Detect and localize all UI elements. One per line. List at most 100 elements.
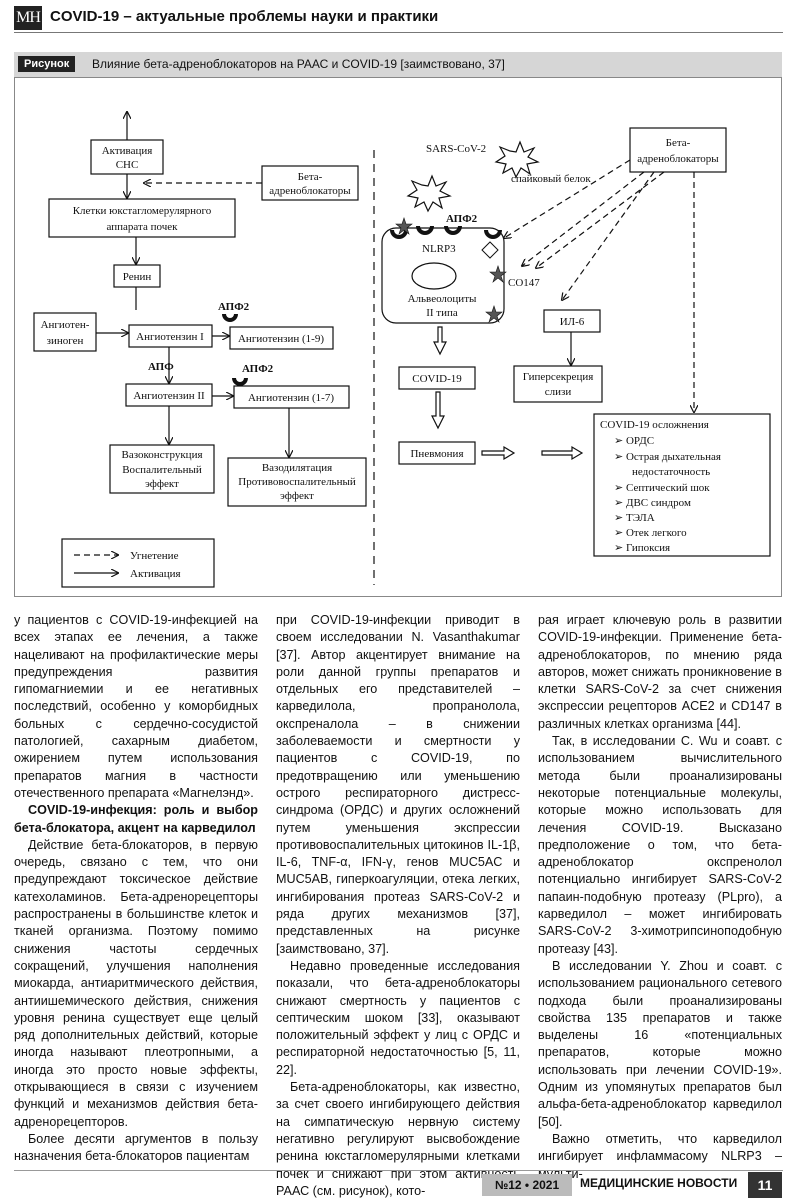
- issue-badge: №12 • 2021: [482, 1174, 572, 1196]
- alveo-to-covid-arrow: [433, 326, 447, 356]
- paragraph: Так, в исследовании C. Wu и соавт. с исп…: [538, 734, 782, 956]
- ace2-mid-text: АПФ2: [242, 363, 274, 375]
- co147-text: CO147: [508, 277, 540, 289]
- ace2-right-text: АПФ2: [446, 213, 478, 225]
- complication-item: ➢ ДВС синдром: [614, 497, 691, 509]
- vasodil-text-3: эффект: [280, 490, 314, 502]
- sars-text: SARS-CoV-2: [426, 143, 486, 155]
- ace2-receptor-icon: [222, 314, 238, 322]
- paragraph: у пациентов с COVID-19-инфекцией на всех…: [14, 613, 258, 800]
- cd147-star-icon: [489, 265, 507, 283]
- renin-box: [113, 264, 161, 288]
- ang1-9-text: Ангиотензин (1-9): [238, 333, 324, 345]
- beta-right-text-1: Бета-: [666, 137, 691, 149]
- complication-item: ➢ ОРДС: [614, 435, 654, 447]
- nlrp3-diamond-icon: [481, 241, 499, 259]
- cd147-star-icon: [485, 305, 503, 323]
- paragraph: В исследовании Y. Zhou и соавт. с исполь…: [538, 958, 782, 1129]
- beta-to-nlrp3-arrow: [522, 171, 645, 266]
- section-heading: COVID-19-инфекция: роль и выбор бета-бло…: [14, 803, 258, 835]
- jga-text-1: Клетки юкстагломерулярного: [73, 205, 212, 217]
- section-title: COVID-19 – актуальные проблемы науки и п…: [50, 8, 439, 25]
- ace2-top-text: АПФ2: [218, 301, 250, 313]
- complication-item: ➢ Отек легкого: [614, 527, 687, 539]
- ace2-receptor-icon: [232, 378, 248, 386]
- beta-left-text-2: адреноблокаторы: [269, 185, 351, 197]
- nucleus: [411, 262, 457, 290]
- text-column-1: у пациентов с COVID-19-инфекцией на всех…: [14, 612, 258, 1166]
- covid-text: COVID-19: [412, 373, 462, 385]
- il6-box: [543, 309, 601, 333]
- covid-to-pneumonia-arrow: [431, 391, 445, 430]
- page-number: 11: [748, 1172, 782, 1198]
- ace2-receptor-icon: [390, 230, 408, 239]
- paragraph: Важно отметить, что карведилол ингибируе…: [538, 1131, 782, 1181]
- jga-text-2: аппарата почек: [107, 221, 179, 233]
- paragraph: рая играет ключевую роль в развитии COVI…: [538, 613, 782, 731]
- figure-tag: Рисунок: [18, 56, 76, 72]
- complications-title: COVID-19 осложнения: [600, 419, 709, 431]
- sars-cov-2-virus-icon: [494, 140, 540, 179]
- beta-blockers-box-left: [261, 165, 359, 201]
- header-divider: [14, 32, 783, 33]
- angiotensinogen-box: [33, 312, 97, 352]
- jga-cells-box: [48, 198, 236, 238]
- paragraph: Более десяти аргументов в пользу назначе…: [14, 1131, 258, 1164]
- beta-to-co147-arrow: [536, 171, 665, 268]
- renin-text: Ренин: [123, 271, 152, 283]
- beta-right-text-2: адреноблокаторы: [637, 153, 719, 165]
- vasodil-text-1: Вазодилятация: [262, 462, 332, 474]
- beta-to-ace2-arrow: [504, 159, 631, 238]
- beta-blockers-box-right: [629, 127, 727, 173]
- agt-text-2: зиноген: [47, 335, 84, 347]
- vasocon-text-3: эффект: [145, 478, 179, 490]
- beta-left-text-1: Бета-: [298, 171, 323, 183]
- hyper-text-2: слизи: [545, 386, 572, 398]
- sns-text-2: СНС: [116, 159, 139, 171]
- il6-text: ИЛ-6: [560, 316, 585, 328]
- text-column-3: рая играет ключевую роль в развитии COVI…: [538, 612, 782, 1183]
- paragraph: Действие бета-блокаторов, в первую очере…: [14, 837, 258, 1129]
- complication-item-cont: недостаточность: [632, 466, 710, 478]
- vasocon-text-2: Воспалительный: [122, 464, 202, 476]
- complication-item: ➢ Острая дыхательная: [614, 451, 721, 463]
- alveo-text-1: Альвеолоциты: [408, 293, 477, 305]
- figure-header: Рисунок Влияние бета-адреноблокаторов на…: [14, 52, 782, 78]
- ace2-receptor-icon: [444, 226, 462, 235]
- angiotensin1-7-box: [233, 385, 350, 409]
- nlrp3-text: NLRP3: [422, 243, 456, 255]
- pneumonia-box: [398, 441, 476, 465]
- complications-box: [593, 413, 771, 557]
- pneumonia-text: Пневмония: [410, 448, 463, 460]
- ang1-7-text: Ангиотензин (1-7): [248, 392, 334, 404]
- paragraph: при COVID-19-инфекции приводит в своем и…: [276, 613, 520, 956]
- figure-caption: Влияние бета-адреноблокаторов на РААС и …: [92, 57, 505, 71]
- hyper-text-1: Гиперсекреция: [523, 371, 594, 383]
- vasoconstriction-box: [109, 444, 215, 494]
- complication-item: ➢ ТЭЛА: [614, 512, 655, 524]
- journal-logo: МН: [14, 6, 42, 30]
- raas-covid-diagram: Активация СНС Бета- адреноблокаторы Клет…: [33, 80, 771, 588]
- vasocon-text-1: Вазоконструкция: [121, 449, 202, 461]
- beta-to-il6-arrow: [562, 171, 655, 300]
- virus-icon: [406, 174, 452, 213]
- footer-divider: [14, 1170, 783, 1171]
- ace2-receptor-icon: [484, 230, 502, 239]
- vasodilation-box: [227, 457, 367, 507]
- ang1-text: Ангиотензин I: [136, 331, 204, 343]
- legend-inhibit-text: Угнетение: [130, 550, 179, 562]
- pneumonia-arrow-1: [481, 445, 516, 461]
- ace-text: АПФ: [148, 361, 174, 373]
- angiotensin1-9-box: [229, 326, 334, 350]
- legend-activate-text: Активация: [130, 568, 181, 580]
- agt-text-1: Ангиотен-: [41, 319, 90, 331]
- spike-text: спайковый белок: [511, 173, 591, 185]
- alveo-text-2: II типа: [426, 307, 458, 319]
- text-column-2: при COVID-19-инфекции приводит в своем и…: [276, 612, 520, 1200]
- covid-box: [398, 366, 476, 390]
- hypersecretion-box: [513, 365, 603, 403]
- vasodil-text-2: Противовоспалительный: [238, 476, 356, 488]
- complication-item: ➢ Гипоксия: [614, 542, 670, 554]
- cd147-star-icon: [395, 217, 413, 235]
- alveocyte-cell: [381, 227, 505, 324]
